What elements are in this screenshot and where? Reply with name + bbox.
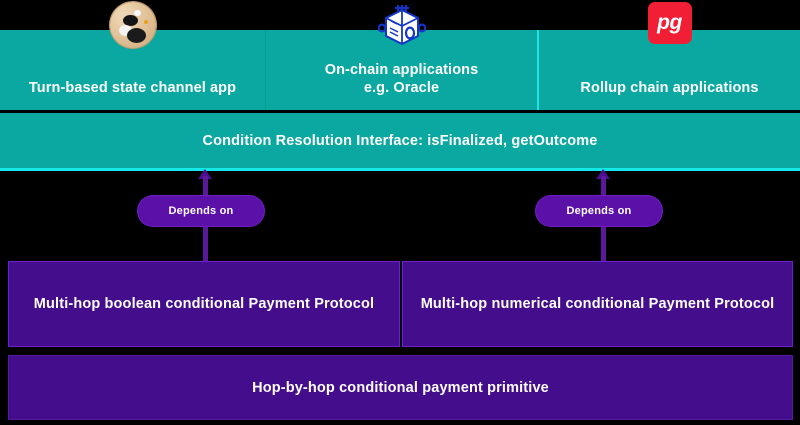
protocol-box-multi-hop-boolean[interactable]: Multi-hop boolean conditional Payment Pr… <box>8 261 400 347</box>
app-card-label: Turn-based state channel app <box>28 80 237 97</box>
dependency-pill-right: Depends on <box>536 196 662 226</box>
dependency-pill-label: Depends on <box>168 205 234 217</box>
dependency-pill-left: Depends on <box>138 196 264 226</box>
app-card-label: On-chain applications e.g. Oracle <box>324 61 479 97</box>
protocol-box-multi-hop-numerical[interactable]: Multi-hop numerical conditional Payment … <box>402 261 793 347</box>
condition-resolution-interface-label: Condition Resolution Interface: isFinali… <box>202 132 598 149</box>
dependency-arrowhead-left-icon <box>198 169 212 179</box>
condition-resolution-interface-band[interactable]: Condition Resolution Interface: isFinali… <box>0 113 800 168</box>
primitive-box-hop-by-hop[interactable]: Hop-by-hop conditional payment primitive <box>8 355 793 420</box>
app-card-turn-based-state-channel[interactable]: Turn-based state channel app <box>0 2 265 110</box>
interface-underline-accent <box>0 168 800 171</box>
applications-band: Turn-based state channel app <box>0 2 800 110</box>
primitive-box-label: Hop-by-hop conditional payment primitive <box>252 379 549 396</box>
pg-icon-label: pg <box>657 10 682 34</box>
oracle-cube-icon <box>376 2 426 55</box>
go-board-stone-icon <box>109 2 156 48</box>
dependency-pill-label: Depends on <box>566 205 632 217</box>
dependency-arrowhead-right-icon <box>596 169 610 179</box>
protocol-box-label: Multi-hop boolean conditional Payment Pr… <box>33 296 375 312</box>
app-card-rollup-chain-applications[interactable]: pg Rollup chain applications <box>537 2 800 110</box>
app-card-on-chain-applications[interactable]: On-chain applications e.g. Oracle <box>265 5 537 110</box>
app-card-label: Rollup chain applications <box>580 80 759 97</box>
pg-rollup-icon: pg <box>647 2 692 44</box>
protocol-box-label: Multi-hop numerical conditional Payment … <box>420 296 775 312</box>
